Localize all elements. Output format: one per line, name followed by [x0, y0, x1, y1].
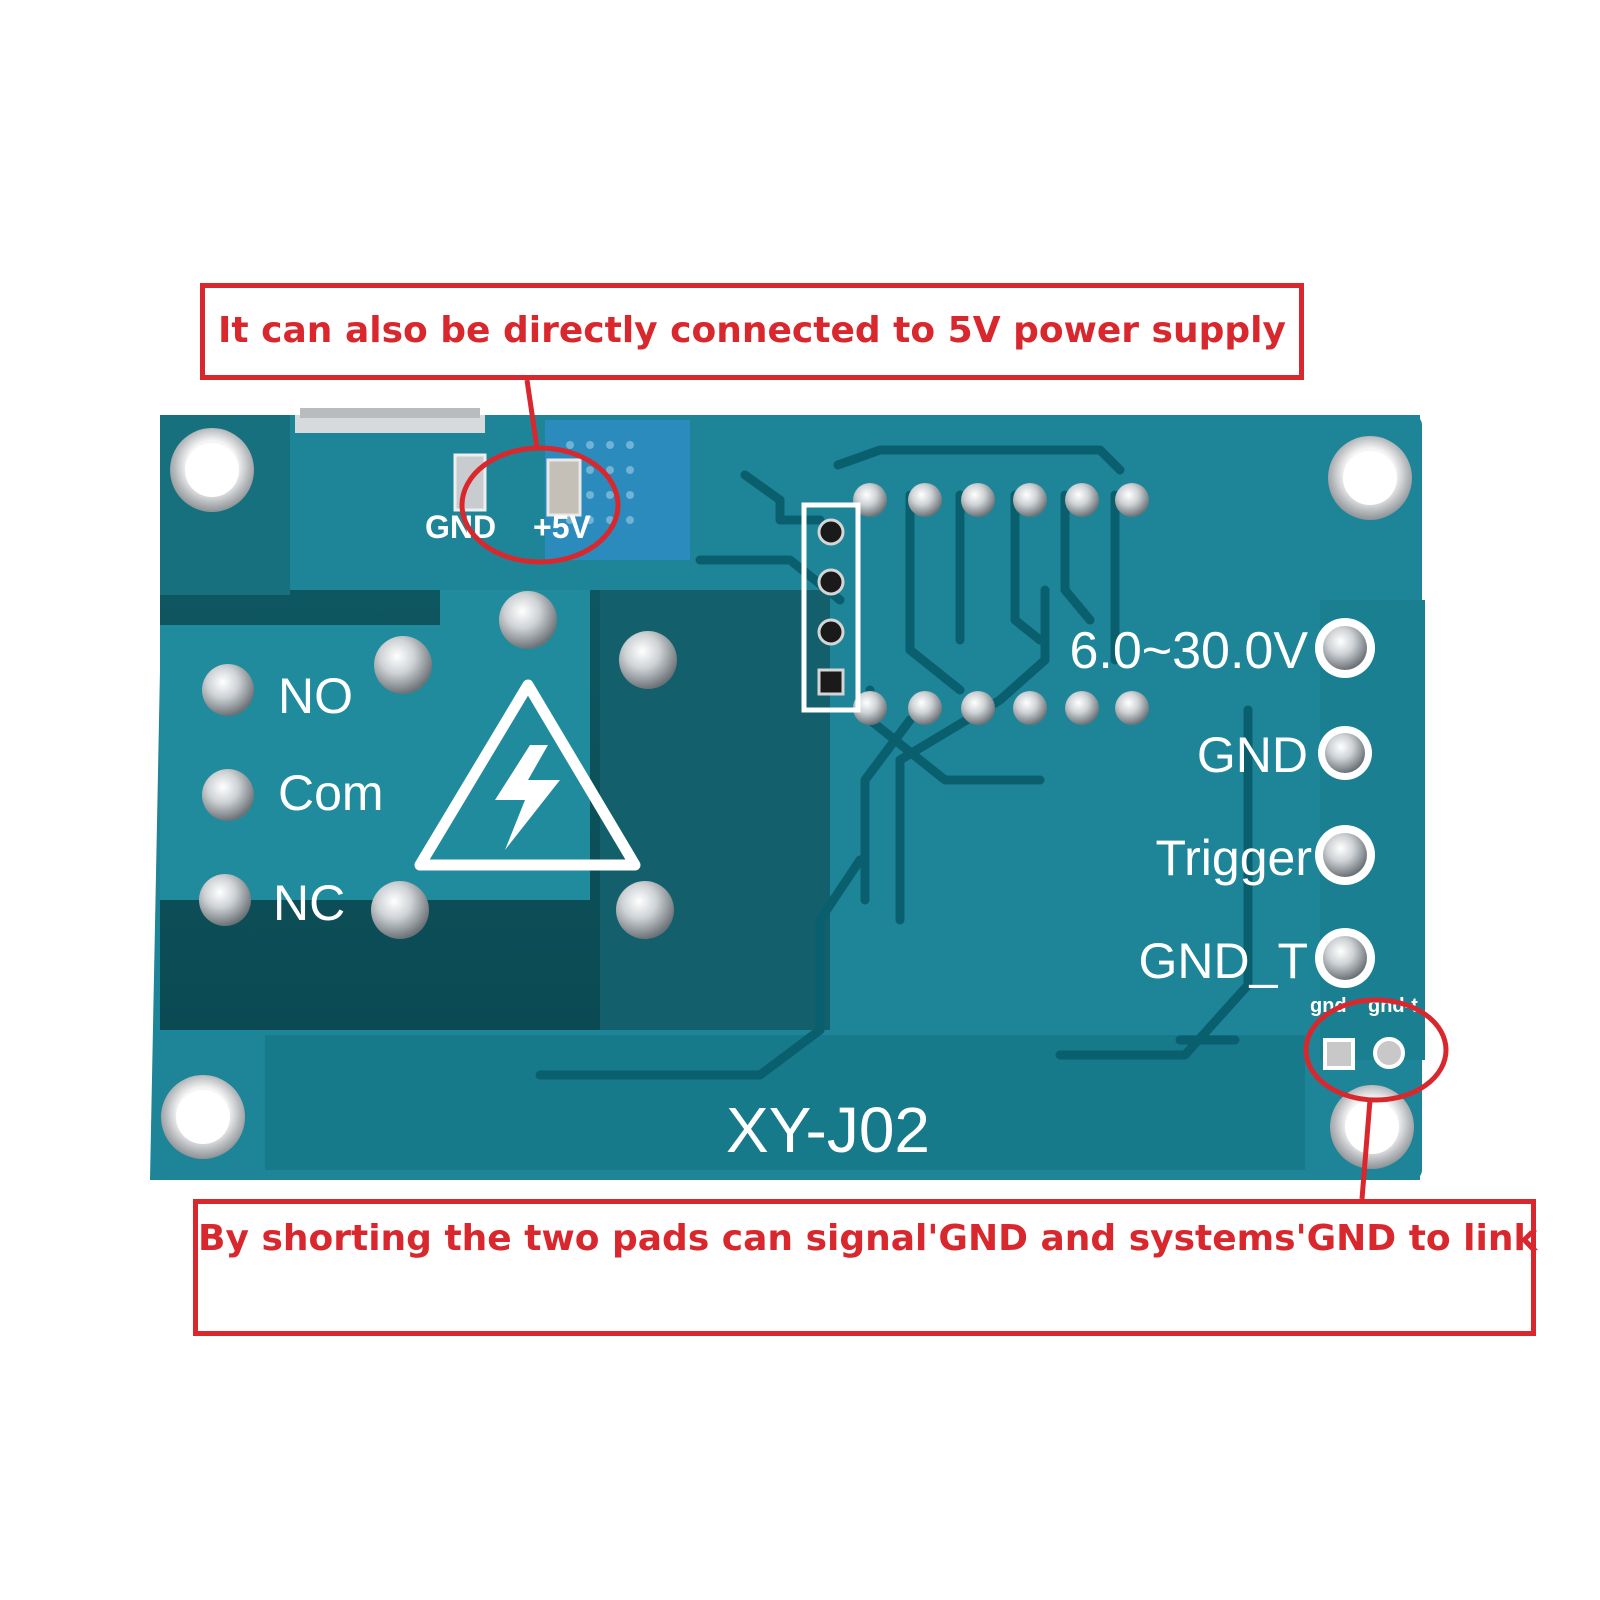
relay-no-label: NO	[278, 668, 353, 724]
board-model-label: XY-J02	[726, 1094, 930, 1166]
gnd-small-pad-label: gnd	[1310, 995, 1347, 1017]
relay-nc-label: NC	[273, 875, 345, 931]
gnd-link-pad-right	[1373, 1037, 1405, 1069]
voltage-range-label: 6.0~30.0V	[1069, 622, 1308, 680]
program-header	[801, 502, 861, 713]
gnd-terminal-label: GND	[1197, 727, 1308, 783]
trigger-terminal-label: Trigger	[1155, 830, 1312, 886]
plus5v-power-label: +5V	[533, 509, 591, 545]
relay-solder-joints	[199, 591, 677, 939]
plus5v-power-pad	[546, 458, 582, 517]
relay-com-label: Com	[278, 765, 384, 821]
top-annotation-box: It can also be directly connected to 5V …	[200, 283, 1304, 380]
copper-traces	[535, 445, 1253, 1080]
gnd-link-highlight-circle	[1303, 997, 1449, 1103]
power-pads-highlight-circle	[459, 445, 621, 565]
terminal-pads	[1315, 618, 1375, 988]
header-pins	[853, 483, 1149, 725]
top-annotation-text: It can also be directly connected to 5V …	[218, 310, 1286, 351]
gnd-t-terminal-label: GND_T	[1139, 933, 1308, 989]
usb-connector	[295, 415, 485, 433]
gnd-link-pad-left	[1323, 1038, 1355, 1070]
bottom-annotation-text: By shorting the two pads can signal'GND …	[198, 1218, 1538, 1259]
top-leader-line	[524, 379, 540, 449]
gnd-power-label: GND	[425, 509, 496, 545]
hazard-icon	[414, 679, 641, 871]
mounting-holes	[161, 428, 1414, 1169]
bottom-leader-line	[1359, 1099, 1373, 1200]
bottom-annotation-box: By shorting the two pads can signal'GND …	[193, 1199, 1538, 1336]
